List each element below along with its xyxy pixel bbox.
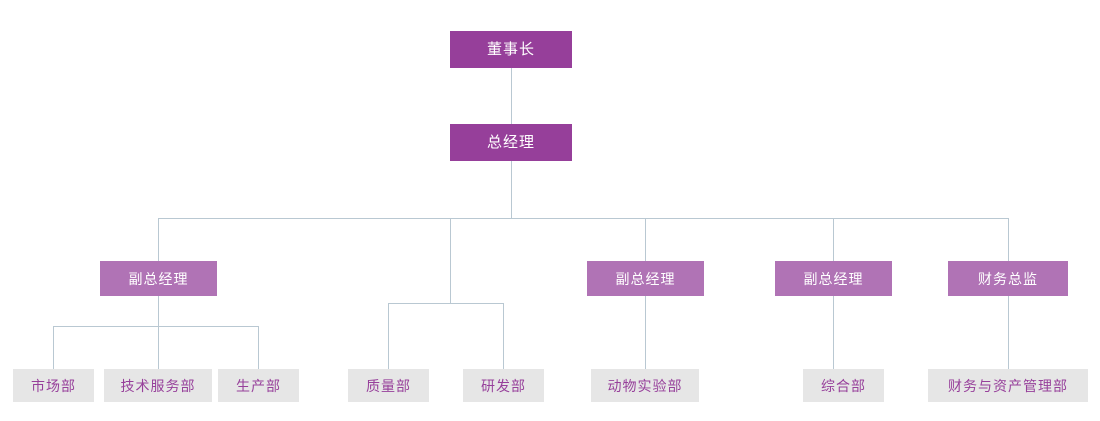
connector-chairman-to-gm [511,68,512,124]
connector-gm-stem [511,161,512,218]
node-deputy-gm-2-label: 副总经理 [615,270,676,287]
node-production-dept-label: 生产部 [236,377,281,394]
node-rd-dept-label: 研发部 [481,377,526,394]
connector-to-market-dept [53,326,54,369]
connector-bus-to-deputy-3 [833,218,834,261]
connector-bus-to-deputy-2 [645,218,646,261]
node-deputy-gm-3[interactable]: 副总经理 [775,261,892,296]
node-market-dept[interactable]: 市场部 [13,369,94,402]
connector-to-production-dept [258,326,259,369]
node-finance-asset-dept-label: 财务与资产管理部 [948,377,1068,394]
node-quality-dept[interactable]: 质量部 [348,369,429,402]
connector-to-finance-asset-dept [1008,296,1009,369]
node-deputy-gm-3-label: 副总经理 [803,270,864,287]
node-tech-service-dept-label: 技术服务部 [120,377,196,394]
node-finance-director[interactable]: 财务总监 [948,261,1068,296]
node-general-manager[interactable]: 总经理 [450,124,572,161]
node-tech-service-dept[interactable]: 技术服务部 [104,369,212,402]
node-deputy-gm-1-label: 副总经理 [128,270,189,287]
connector-to-quality-dept [388,303,389,369]
node-rd-dept[interactable]: 研发部 [463,369,544,402]
node-production-dept[interactable]: 生产部 [218,369,299,402]
node-quality-dept-label: 质量部 [366,377,411,394]
connector-deputy-1-sub-bus [53,326,259,327]
node-animal-lab-dept-label: 动物实验部 [607,377,683,394]
node-general-manager-label: 总经理 [486,134,535,151]
node-animal-lab-dept[interactable]: 动物实验部 [591,369,699,402]
connector-deputy-1-stem [158,296,159,326]
connector-main-bus [158,218,1009,219]
connector-quality-rd-sub-bus [388,303,504,304]
node-chairman[interactable]: 董事长 [450,31,572,68]
connector-to-general-affairs-dept [833,296,834,369]
connector-bus-to-quality-rd [450,218,451,303]
connector-to-rd-dept [503,303,504,369]
node-finance-director-label: 财务总监 [978,270,1038,287]
connector-bus-to-deputy-1 [158,218,159,261]
node-deputy-gm-1[interactable]: 副总经理 [100,261,217,296]
connector-to-animal-lab-dept [645,296,646,369]
node-market-dept-label: 市场部 [31,377,76,394]
node-chairman-label: 董事长 [486,41,535,58]
connector-to-tech-service-dept [158,326,159,369]
node-general-affairs-dept-label: 综合部 [821,377,866,394]
node-deputy-gm-2[interactable]: 副总经理 [587,261,704,296]
node-finance-asset-dept[interactable]: 财务与资产管理部 [928,369,1088,402]
connector-bus-to-finance-director [1008,218,1009,261]
node-general-affairs-dept[interactable]: 综合部 [803,369,884,402]
